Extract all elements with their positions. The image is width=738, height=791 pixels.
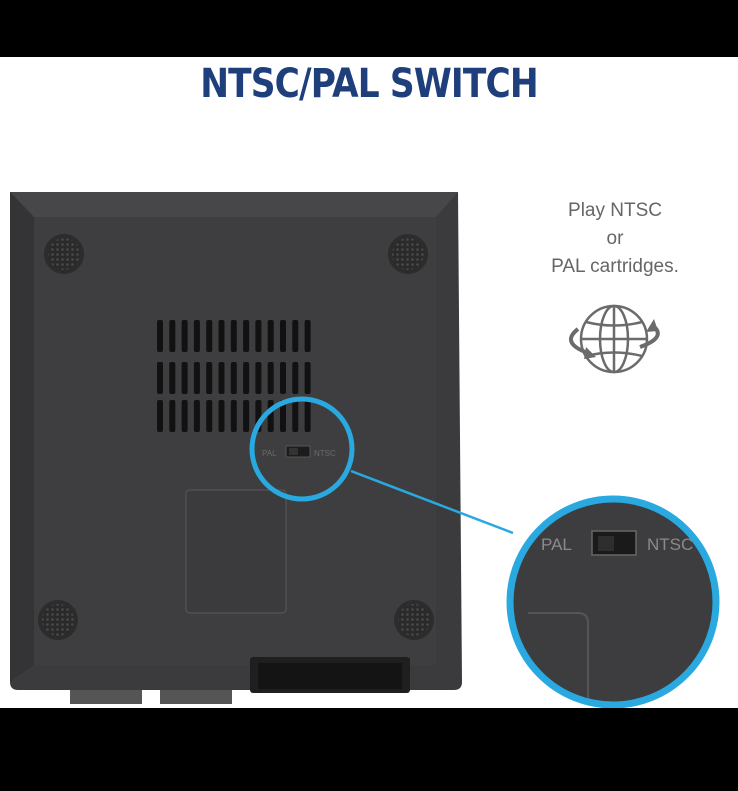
vent-slot (292, 362, 299, 394)
vent-slot (267, 362, 274, 394)
rubber-foot (38, 600, 78, 640)
vent-slot (169, 320, 176, 352)
vent-slot (304, 320, 311, 352)
vent-slot (193, 362, 200, 394)
callout-connector (350, 469, 514, 535)
vent-slot (243, 400, 250, 432)
vent-slot (267, 400, 274, 432)
vent-slot (157, 400, 163, 432)
vent-slot (280, 400, 286, 432)
vent-slot (304, 400, 311, 432)
switch-label-pal-small: PAL (262, 449, 277, 458)
vent-slot (243, 320, 250, 352)
switch-knob (598, 536, 614, 551)
vent-slot (181, 400, 188, 432)
vent-slot (280, 320, 286, 352)
caption: Play NTSC or PAL cartridges. (520, 197, 710, 281)
vent-slot (169, 362, 176, 394)
vent-slot (157, 362, 163, 394)
vent-slot (304, 362, 311, 394)
vent-slot (206, 400, 213, 432)
controller-port (70, 690, 142, 704)
rubber-foot (394, 600, 434, 640)
controller-port (160, 690, 232, 704)
vent-slot (267, 320, 274, 352)
vent-slot (280, 362, 286, 394)
vent-slot (230, 400, 237, 432)
rubber-foot (44, 234, 84, 274)
vent-slot (206, 320, 213, 352)
vent-slot (243, 362, 250, 394)
callout-ring-small (249, 396, 355, 502)
vent-slot (157, 320, 163, 352)
zoom-detail: PAL NTSC (506, 495, 720, 708)
cartridge-slot (250, 657, 410, 693)
vent-slot (255, 362, 262, 394)
caption-line-2: or (606, 228, 624, 249)
caption-line-3: PAL cartridges. (551, 256, 679, 277)
vent-slot (292, 400, 299, 432)
expansion-cover (185, 489, 287, 614)
globe-arrows-icon (568, 304, 660, 374)
vent-slot (193, 400, 200, 432)
vent-slot (206, 362, 213, 394)
console-switch: PAL NTSC (262, 445, 336, 458)
vent-slot (230, 320, 237, 352)
vent-slot (218, 320, 225, 352)
vent-slot (193, 320, 200, 352)
console-illustration: PAL NTSC (10, 192, 720, 708)
callout-ring-large (506, 495, 720, 708)
vent-slot (218, 400, 225, 432)
vent-slot (169, 400, 176, 432)
vent-slot (181, 320, 188, 352)
vent-slot (255, 320, 262, 352)
product-image-panel: NTSC/PAL SWITCH Play NTSC or PAL cartrid… (0, 57, 738, 708)
switch-label-pal: PAL (541, 535, 572, 554)
rubber-foot (388, 234, 428, 274)
vent-slot (181, 362, 188, 394)
switch-label-ntsc: NTSC (647, 535, 693, 554)
page-title: NTSC/PAL SWITCH (200, 61, 538, 107)
vent-slot (292, 320, 299, 352)
vent-slot (218, 362, 225, 394)
switch-label-ntsc-small: NTSC (314, 449, 336, 458)
vent-slot (230, 362, 237, 394)
caption-line-1: Play NTSC (568, 200, 662, 221)
vent-slots (157, 320, 311, 432)
